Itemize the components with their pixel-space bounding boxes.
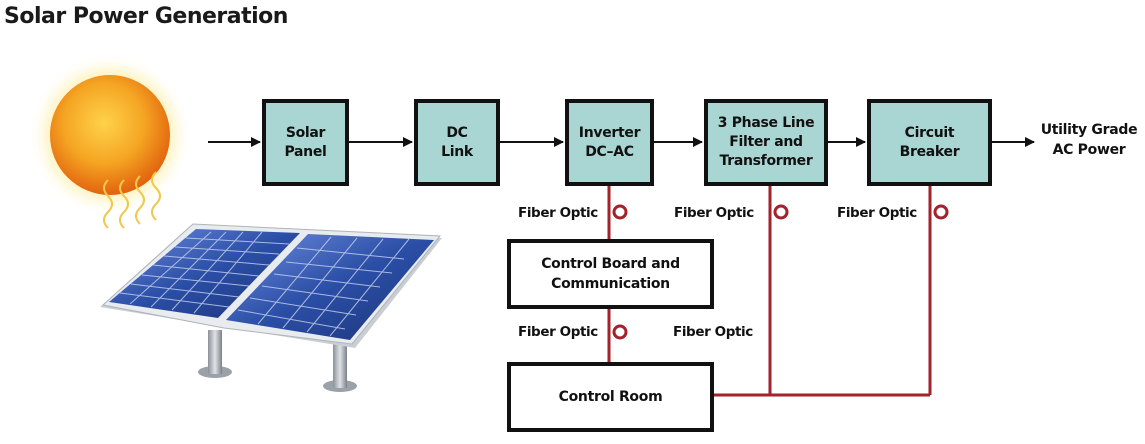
fiber-optic-label-board-right: Fiber Optic [673,324,753,340]
solar-panel-block: Solar Panel [262,99,349,186]
control-room-block: Control Room [507,362,714,432]
fiber-optic-label-filter: Fiber Optic [674,205,754,221]
filter-transformer-block: 3 Phase Line Filter and Transformer [704,99,828,186]
fiber-optic-label-board-left: Fiber Optic [518,324,598,340]
dc-link-block: DC Link [414,99,500,186]
solar-panel-illustration [100,223,442,392]
fiber-optic-label-inverter: Fiber Optic [518,205,598,221]
inverter-block: Inverter DC–AC [565,99,654,186]
fiber-optic-label-breaker: Fiber Optic [837,205,917,221]
page-title: Solar Power Generation [4,4,288,29]
fiber-loop-icon [612,204,949,340]
sun-icon [28,53,192,229]
output-label: Utility Grade AC Power [1040,122,1138,158]
control-board-block: Control Board and Communication [507,239,714,309]
circuit-breaker-block: Circuit Breaker [867,99,992,186]
fiber-optic-lines [607,184,932,397]
